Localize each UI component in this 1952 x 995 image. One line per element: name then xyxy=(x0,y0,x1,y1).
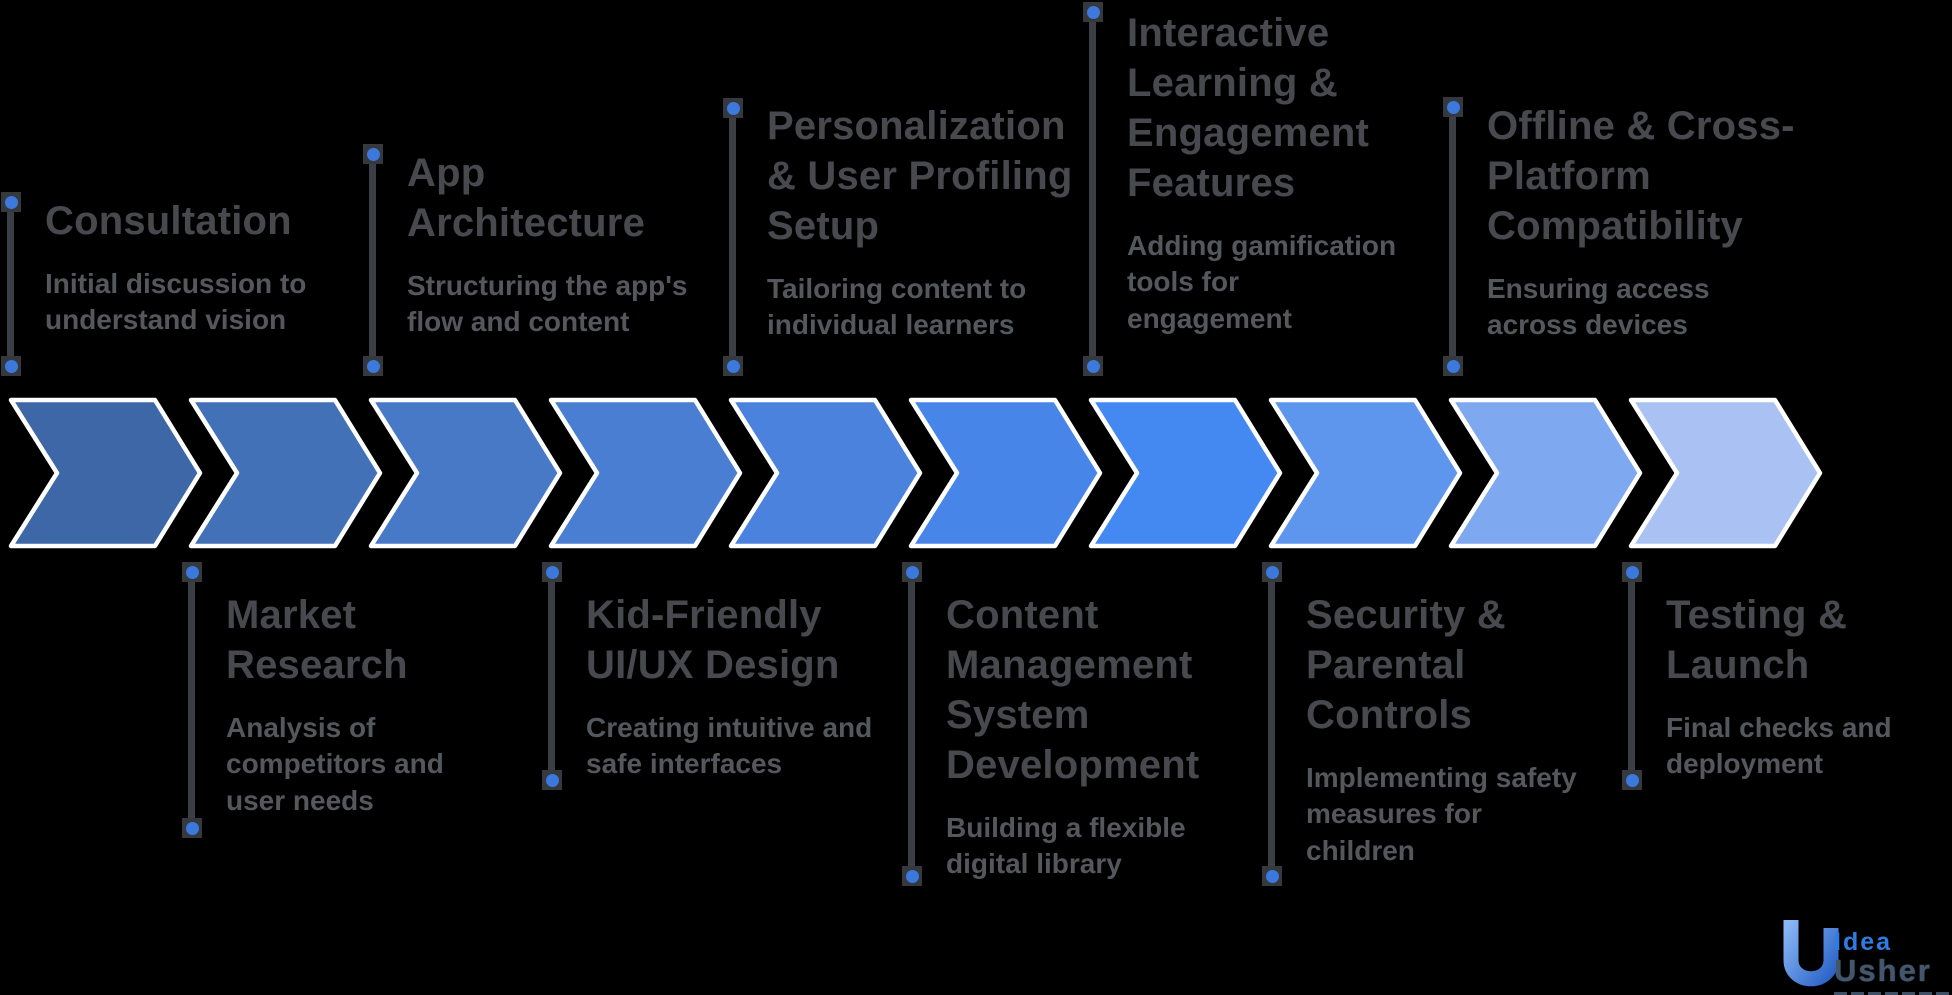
timeline-dot xyxy=(1625,565,1639,579)
connector-line xyxy=(1449,107,1456,366)
milestone-subtitle: Analysis of competitors and user needs xyxy=(226,712,444,816)
milestone-title: Kid-Friendly UI/UX Design xyxy=(586,593,840,687)
connector-line xyxy=(1089,12,1096,366)
connector-cap xyxy=(723,98,743,118)
timeline-dot xyxy=(726,359,740,373)
connector-line xyxy=(369,154,376,366)
connector-cap xyxy=(1443,356,1463,376)
connector-cap xyxy=(902,866,922,886)
connector-cap xyxy=(1,356,21,376)
connector-cap xyxy=(182,562,202,582)
chevron-step-6 xyxy=(908,397,1103,549)
connector-cap xyxy=(1262,866,1282,886)
connector-cap xyxy=(363,356,383,376)
connector-cap xyxy=(363,144,383,164)
connector-line xyxy=(7,202,14,366)
connector-cap xyxy=(1622,562,1642,582)
chevron-step-4 xyxy=(548,397,743,549)
connector-cap xyxy=(902,562,922,582)
timeline-dot xyxy=(366,359,380,373)
milestone-title: Content Management System Development xyxy=(946,593,1200,787)
milestone-subtitle: Creating intuitive and safe interfaces xyxy=(586,712,873,780)
timeline-dot xyxy=(905,565,919,579)
connector-cap xyxy=(1262,562,1282,582)
timeline-dot xyxy=(1265,869,1279,883)
connector-line xyxy=(1628,572,1635,780)
connector-cap xyxy=(542,562,562,582)
logo-word-idea: Idea xyxy=(1834,928,1893,956)
timeline-dot xyxy=(185,821,199,835)
timeline-dot xyxy=(1446,100,1460,114)
logo-word-usher: Usher xyxy=(1834,953,1932,988)
connector-cap xyxy=(1622,770,1642,790)
timeline-dot xyxy=(4,195,18,209)
timeline-dot xyxy=(4,359,18,373)
milestone-subtitle: Building a flexible digital library xyxy=(946,812,1186,880)
milestone-title: Testing & Launch xyxy=(1666,593,1848,687)
connector-cap xyxy=(1,192,21,212)
milestone-title: Market Research xyxy=(226,593,408,687)
timeline-dot xyxy=(545,565,559,579)
connector-cap xyxy=(182,818,202,838)
timeline-dot xyxy=(1265,565,1279,579)
milestone-subtitle: Structuring the app's flow and content xyxy=(407,270,688,338)
connector-line xyxy=(908,572,915,876)
connector-cap xyxy=(1443,97,1463,117)
chevron-step-1 xyxy=(8,397,203,549)
milestone-subtitle: Adding gamification tools for engagement xyxy=(1127,230,1397,334)
chevron-step-9 xyxy=(1448,397,1643,549)
milestone-subtitle: Implementing safety measures for childre… xyxy=(1306,762,1577,866)
milestone-title: App Architecture xyxy=(407,151,646,245)
logo-tagline-bar xyxy=(1834,991,1952,995)
timeline-dot xyxy=(1625,773,1639,787)
connector-cap xyxy=(1083,2,1103,22)
connector-line xyxy=(1268,572,1275,876)
timeline-dot xyxy=(1446,359,1460,373)
connector-line xyxy=(729,108,736,366)
milestone-title: Interactive Learning & Engagement Featur… xyxy=(1127,11,1370,205)
chevron-step-7 xyxy=(1088,397,1283,549)
timeline-dot xyxy=(726,101,740,115)
milestone-title: Personalization & User Profiling Setup xyxy=(767,104,1073,248)
milestone-subtitle: Initial discussion to understand vision xyxy=(45,268,307,336)
milestone-title: Security & Parental Controls xyxy=(1306,593,1506,737)
timeline-dot xyxy=(1086,5,1100,19)
ideausher-logo: Idea Usher xyxy=(1780,916,1952,995)
chevron-step-8 xyxy=(1268,397,1463,549)
chevron-step-5 xyxy=(728,397,923,549)
connector-line xyxy=(188,572,195,828)
timeline-dot xyxy=(905,869,919,883)
connector-line xyxy=(548,572,555,780)
ideausher-u-icon xyxy=(1783,920,1839,987)
timeline-dot xyxy=(545,773,559,787)
milestone-subtitle: Ensuring access across devices xyxy=(1487,273,1710,341)
milestone-title: Offline & Cross-Platform Compatibility xyxy=(1487,104,1795,248)
timeline-dot xyxy=(185,565,199,579)
milestone-subtitle: Final checks and deployment xyxy=(1666,712,1892,780)
connector-cap xyxy=(1083,356,1103,376)
chevron-step-2 xyxy=(188,397,383,549)
chevron-step-10 xyxy=(1628,397,1823,549)
timeline-dot xyxy=(1086,359,1100,373)
milestone-title: Consultation xyxy=(45,199,292,243)
chevron-step-3 xyxy=(368,397,563,549)
milestone-subtitle: Tailoring content to individual learners xyxy=(767,273,1027,341)
timeline-dot xyxy=(366,147,380,161)
connector-cap xyxy=(542,770,562,790)
connector-cap xyxy=(723,356,743,376)
